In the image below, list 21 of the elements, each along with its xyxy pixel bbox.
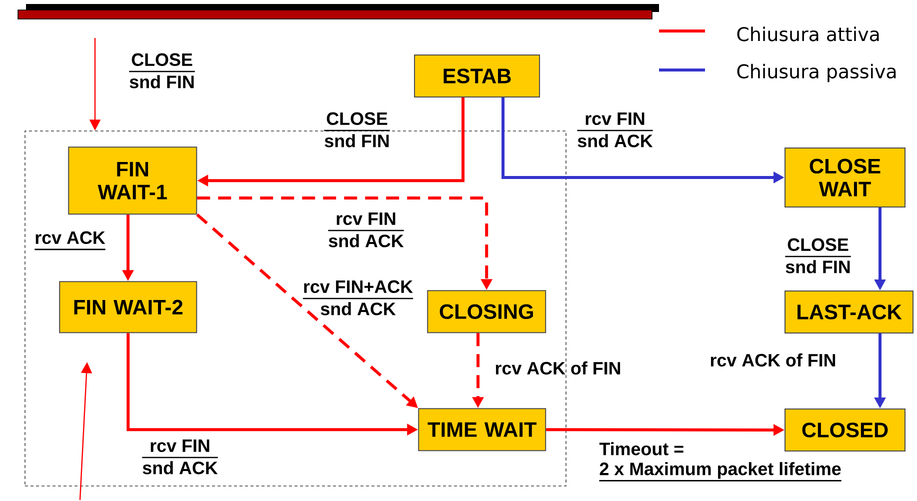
edge-label: CLOSE snd FIN — [324, 112, 390, 148]
legend-label: Chiusura attiva — [737, 26, 879, 42]
edge-label: rcv ACK of FIN — [710, 353, 836, 367]
state-box: LAST-ACK — [784, 290, 914, 334]
edge-label: rcv ACK — [34, 231, 106, 250]
edge-label: rcv FIN+ACK snd ACK — [302, 280, 414, 316]
state-box: CLOSING — [427, 290, 546, 334]
edge-label: rcv ACK of FIN — [496, 361, 620, 375]
dashed-frame — [24, 130, 566, 486]
edge-label: CLOSE snd FIN — [129, 53, 195, 88]
state-box: ESTAB — [414, 54, 540, 98]
edge-label: rcv FIN snd ACK — [328, 212, 404, 248]
state-box: TIME WAIT — [418, 408, 546, 452]
state-box: CLOSE WAIT — [784, 148, 906, 208]
edge-label: CLOSE snd FIN — [785, 238, 851, 274]
state-box: CLOSED — [784, 408, 906, 452]
state-box: FIN WAIT-1 — [68, 146, 198, 215]
edge-label: rcv FIN snd ACK — [577, 112, 653, 148]
state-box: FIN WAIT-2 — [59, 281, 198, 334]
edge-label: rcv FIN snd ACK — [142, 440, 218, 474]
legend-label: Chiusura passiva — [737, 64, 896, 82]
